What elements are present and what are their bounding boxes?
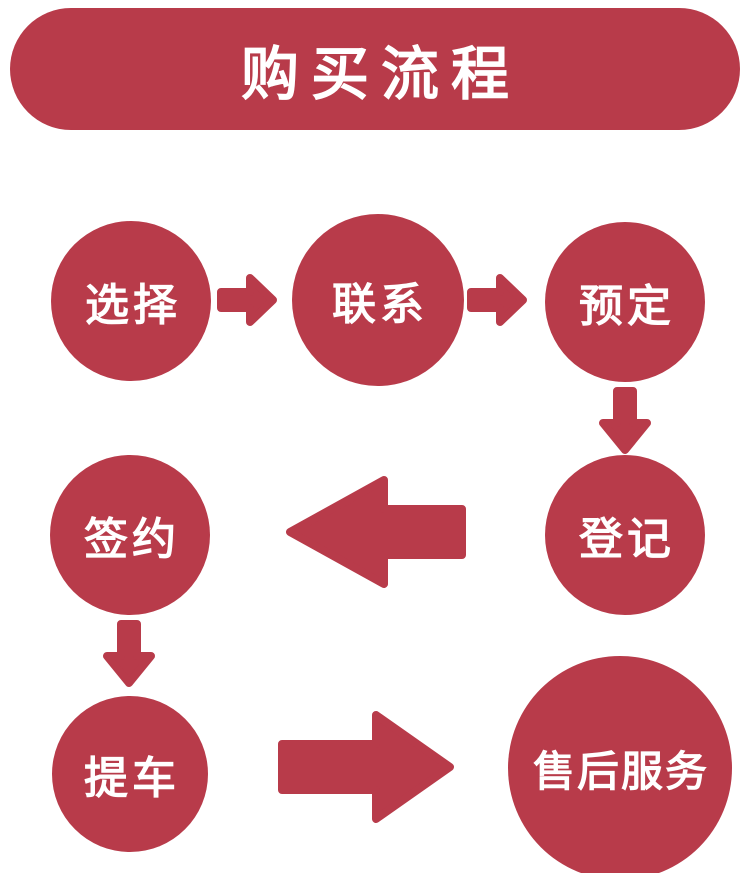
step-circle-contact: 联系 <box>292 214 464 386</box>
arrow-down-icon <box>596 386 654 456</box>
step-label-register: 登记 <box>579 514 675 565</box>
step-circle-after-sales: 售后服务 <box>508 656 732 873</box>
step-circle-select: 选择 <box>51 221 211 381</box>
page-title: 购买流程 <box>240 40 521 108</box>
step-label-after-sales: 售后服务 <box>532 746 709 796</box>
step-label-contact: 联系 <box>332 279 428 330</box>
step-circle-register: 登记 <box>545 455 705 615</box>
arrow-left-large-icon <box>282 472 468 592</box>
step-circle-pickup: 提车 <box>52 696 208 852</box>
step-circle-sign: 签约 <box>50 455 210 615</box>
arrow-right-large-icon <box>276 708 458 826</box>
arrow-right-icon <box>216 271 278 329</box>
arrow-down-icon <box>100 619 158 689</box>
step-label-reserve: 预定 <box>579 281 675 332</box>
step-label-pickup: 提车 <box>84 753 180 804</box>
arrow-right-icon <box>466 271 528 329</box>
header-banner: 购买流程 <box>10 8 740 130</box>
step-label-sign: 签约 <box>84 514 180 565</box>
step-circle-reserve: 预定 <box>545 222 705 382</box>
step-label-select: 选择 <box>85 280 181 331</box>
